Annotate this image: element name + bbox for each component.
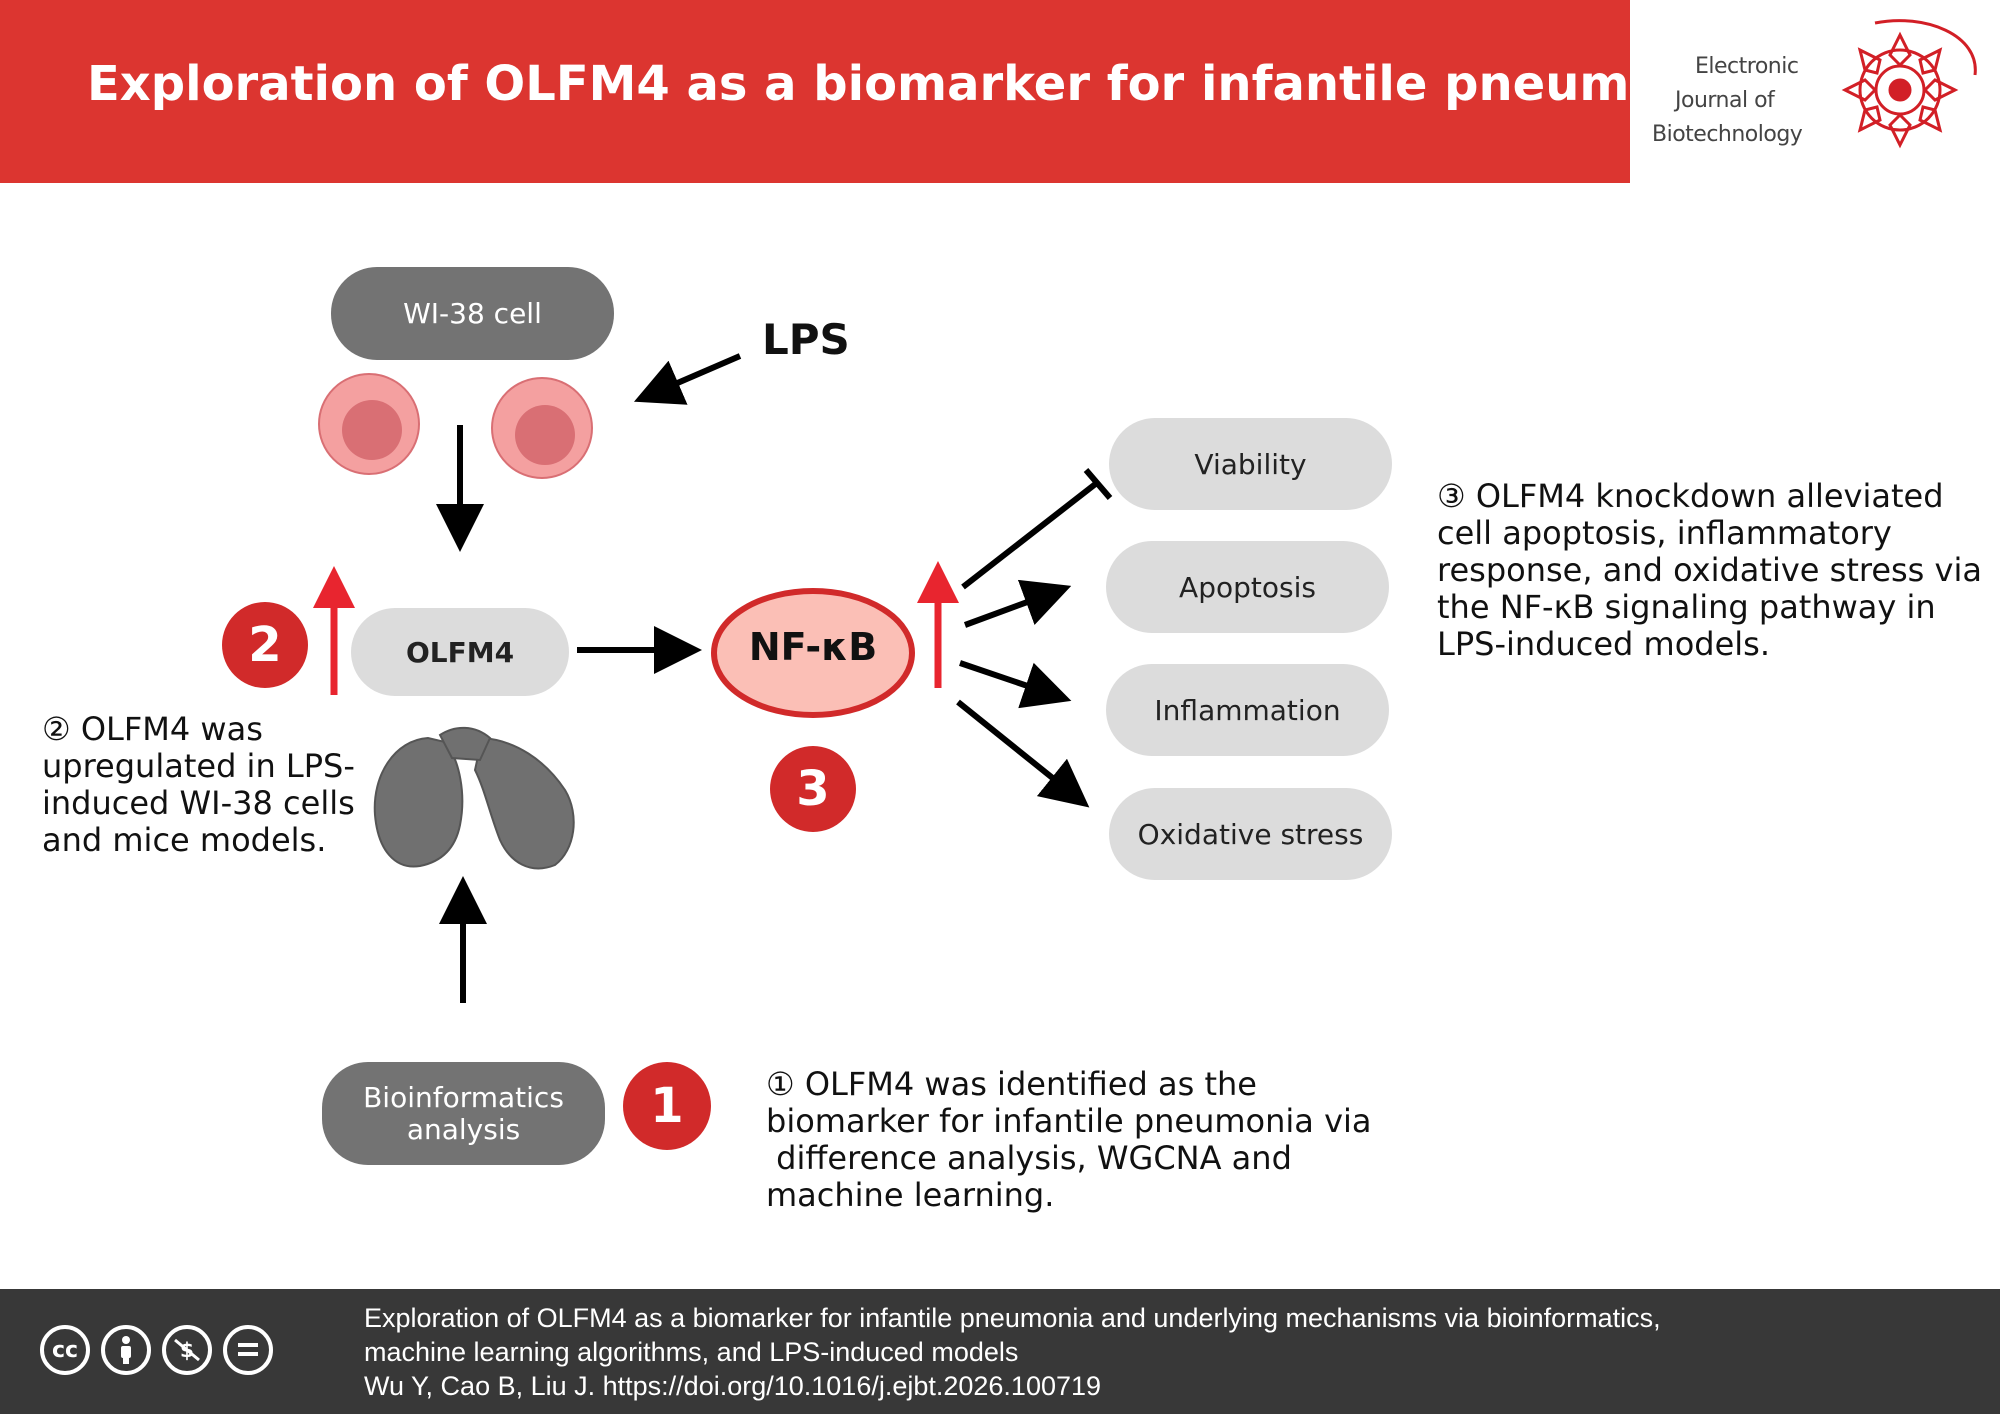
inhibit-viability-arrow [961, 468, 1113, 590]
step-2-badge: 2 [222, 602, 308, 688]
note3-line: response, and oxidative stress via [1437, 551, 1982, 589]
note3-line: cell apoptosis, inflammatory [1437, 514, 1892, 552]
outcome-inflammation: Inflammation [1106, 664, 1389, 756]
lps-arrow [633, 353, 742, 405]
note2-line: induced WI-38 cells [42, 784, 355, 822]
attribution-icon [101, 1325, 151, 1375]
logo-line-1: Electronic [1695, 54, 1799, 79]
lps-label: LPS [762, 315, 850, 364]
license-badges[interactable]: cc $ [40, 1325, 273, 1375]
note1-line: biomarker for infantile pneumonia via [766, 1102, 1372, 1140]
note2-line: upregulated in LPS- [42, 747, 355, 785]
apoptosis-arrow [963, 579, 1072, 628]
header-bar [0, 0, 1630, 183]
note1-line: machine learning. [766, 1176, 1055, 1214]
step-1-badge: 1 [623, 1062, 711, 1150]
journal-logo: Electronic Journal of Biotechnology [1630, 0, 2000, 183]
oxidative-stress-arrow [956, 699, 1090, 808]
note2-line: ② OLFM4 was [42, 710, 263, 748]
citation-title-line-2: machine learning algorithms, and LPS-ind… [364, 1337, 1019, 1367]
logo-line-2: Journal of [1675, 88, 1775, 113]
citation-authors-doi[interactable]: Wu Y, Cao B, Liu J. https://doi.org/10.1… [364, 1371, 1102, 1401]
nfkb-ellipse [711, 588, 915, 718]
step-3-badge: 3 [770, 746, 856, 832]
wi38-cell-label: WI-38 cell [331, 267, 614, 360]
bioinformatics-analysis-label: Bioinformatics analysis [322, 1062, 605, 1165]
outcome-apoptosis: Apoptosis [1106, 541, 1389, 633]
note3-line: ③ OLFM4 knockdown alleviated [1437, 477, 1944, 515]
note-step-2: ② OLFM4 was upregulated in LPS- induced … [42, 711, 355, 859]
page-title: Exploration of OLFM4 as a biomarker for … [87, 56, 1746, 112]
note-step-3: ③ OLFM4 knockdown alleviated cell apopto… [1437, 478, 1982, 663]
citation: Exploration of OLFM4 as a biomarker for … [364, 1301, 1661, 1403]
logo-emblem-icon [1841, 19, 1977, 149]
wi38-cell-left-icon [318, 373, 420, 475]
wi38-cell-right-icon [491, 377, 593, 479]
outcome-oxidative-stress: Oxidative stress [1109, 788, 1392, 880]
noderivatives-icon [223, 1325, 273, 1375]
bioinfo-line-2: analysis [406, 1112, 521, 1146]
olfm4-label: OLFM4 [351, 608, 569, 696]
noncommercial-icon: $ [162, 1325, 212, 1375]
inflammation-arrow [959, 660, 1072, 709]
logo-line-3: Biotechnology [1652, 122, 1803, 147]
citation-title-line-1: Exploration of OLFM4 as a biomarker for … [364, 1303, 1661, 1333]
outcome-viability: Viability [1109, 418, 1392, 510]
cc-icon: cc [40, 1325, 90, 1375]
note3-line: LPS-induced models. [1437, 625, 1770, 663]
note2-line: and mice models. [42, 821, 327, 859]
bioinfo-line-1: Bioinformatics [363, 1080, 564, 1114]
footer-bar [0, 1289, 2000, 1414]
note1-line: difference analysis, WGCNA and [766, 1139, 1292, 1177]
nfkb-label: NF-κB [748, 625, 878, 669]
note1-line: ① OLFM4 was identified as the [766, 1065, 1257, 1103]
lungs-icon [373, 726, 575, 870]
note-step-1: ① OLFM4 was identified as the biomarker … [766, 1066, 1372, 1214]
note3-line: the NF-κB signaling pathway in [1437, 588, 1936, 626]
